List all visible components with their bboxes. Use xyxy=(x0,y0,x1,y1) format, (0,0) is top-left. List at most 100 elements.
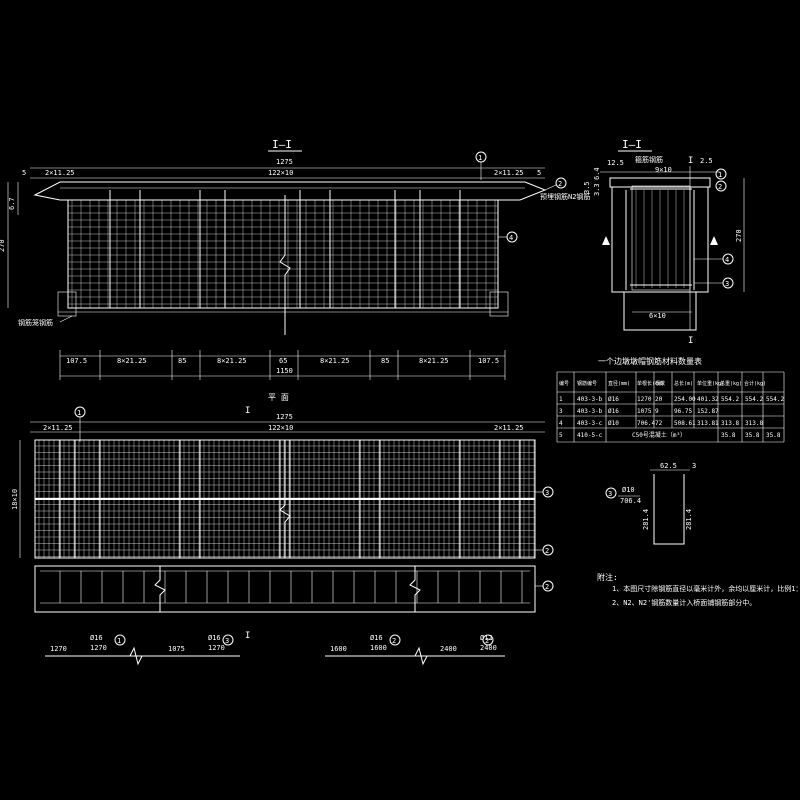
svg-text:1: 1 xyxy=(478,154,482,162)
detail-side2: 281.4 xyxy=(685,509,693,530)
table-cell: 9 xyxy=(655,408,659,415)
table-cell: 554.2 xyxy=(721,396,739,403)
table-cell: 403-3-c xyxy=(577,420,603,427)
legend-num: 2 xyxy=(392,637,396,645)
detail-side: 281.4 xyxy=(642,509,650,530)
dim-bot-107-5-r: 107.5 xyxy=(478,357,499,365)
svg-text:4: 4 xyxy=(509,234,513,242)
table-header-cell: 钢筋编号 xyxy=(577,380,597,387)
table-cell: 5 xyxy=(559,432,563,439)
plan-mark-bottom: I xyxy=(245,631,250,641)
table-cell: 313.81 xyxy=(697,420,719,427)
table-header-cell: 根数 xyxy=(655,380,665,387)
dim-bot-8x21-2: 8×21.25 xyxy=(217,357,247,365)
plan-dim-2x11-l: 2×11.25 xyxy=(43,424,73,432)
table-cell: 313.8 xyxy=(721,420,739,427)
legend-length: 1600 xyxy=(330,645,347,653)
table-cell: 554.2 xyxy=(766,396,784,403)
legend-len: 1270 xyxy=(208,644,225,652)
dim-top-122x10: 122×10 xyxy=(268,169,293,177)
table-title: 一个边墩墩帽钢筋材料数量表 xyxy=(598,356,702,366)
section-mark-bottom: I xyxy=(688,336,693,346)
table-cell: 35.8 xyxy=(745,432,760,439)
svg-text:2: 2 xyxy=(558,180,562,188)
plan-view: I I 平 面 1275 2×11.25 122×10 2×11.25 18×1… xyxy=(11,393,554,641)
section-view: I—I I I 12.5 9×10 2.5 箍筋钢筋 3.5 6.4 3.3 2… xyxy=(583,138,745,346)
legend-len: 1270 xyxy=(90,644,107,652)
table-cell: 706.4 xyxy=(637,420,655,427)
sec-dim-2-5: 2.5 xyxy=(700,157,713,165)
dim-top-2x11-right: 2×11.25 xyxy=(494,169,524,177)
table-cell: Ø16 xyxy=(608,396,619,403)
dim-bot-8x21-4: 8×21.25 xyxy=(419,357,449,365)
note-cage-bar: 钢筋笼钢筋 xyxy=(18,318,53,327)
bar-detail-3: 62.5 3 3 Ø10 706.4 281.4 281.4 xyxy=(605,462,696,545)
table-cell: 35.8 xyxy=(721,432,736,439)
plan-dim-122x10: 122×10 xyxy=(268,424,293,432)
detail-top: 62.5 xyxy=(660,462,677,470)
legend-length: 1270 xyxy=(50,645,67,653)
notes: 附注: 1、本图尺寸除钢筋直径以毫米计外，余均以厘米计，比例1：53。 2、N2… xyxy=(597,572,800,607)
sec-dim-270: 270 xyxy=(735,229,743,242)
sec-dim-6-4: 6.4 xyxy=(593,167,601,180)
table-cell: 20 xyxy=(655,396,663,403)
table-cell: 401.32 xyxy=(697,396,719,403)
table-cell: 1 xyxy=(559,396,563,403)
notes-header: 附注: xyxy=(597,572,618,582)
sec-dim-12-5: 12.5 xyxy=(607,159,624,167)
section-title: I—I xyxy=(622,138,642,151)
table-header-cell: 直径(mm) xyxy=(608,380,630,387)
table-cell: 1270 xyxy=(637,396,652,403)
dim-top-5-right: 5 xyxy=(537,169,541,177)
dim-top-5-left: 5 xyxy=(22,169,26,177)
callout-2-elev xyxy=(555,177,567,189)
plan-callout-2b: 2 xyxy=(545,583,549,591)
detail-dia: Ø10 xyxy=(622,486,635,494)
dim-bot-85-2: 85 xyxy=(381,357,389,365)
table-cell: 313.8 xyxy=(745,420,763,427)
sec-dim-6x10: 6×10 xyxy=(649,312,666,320)
elevation-view: I—I 5 2×11.25 1275 122×10 2×11.25 5 270 … xyxy=(0,138,590,380)
elevation-title: I—I xyxy=(272,138,292,151)
table-cell: C50号混凝土（m³） xyxy=(632,431,686,439)
dim-top-1275: 1275 xyxy=(276,158,293,166)
legend-dia: Ø16 xyxy=(370,634,383,642)
sec-callout-3: 3 xyxy=(725,280,729,288)
detail-len: 706.4 xyxy=(620,497,641,505)
sec-label-stirrup: 箍筋钢筋 xyxy=(635,155,663,164)
plan-dim-18x10: 18×10 xyxy=(11,489,19,510)
legend-num: 1 xyxy=(117,637,121,645)
table-cell: 4 xyxy=(559,420,563,427)
sec-callout-4: 4 xyxy=(725,256,729,264)
legend-dia: Ø16 xyxy=(208,634,221,642)
note-line-1: 1、本图尺寸除钢筋直径以毫米计外，余均以厘米计，比例1：53。 xyxy=(612,584,800,593)
legend-num: 3 xyxy=(225,637,229,645)
legend-len: 2400 xyxy=(480,644,497,652)
table-cell: 152.87 xyxy=(697,408,719,415)
dim-bot-8x21-3: 8×21.25 xyxy=(320,357,350,365)
table-header-cell: 总长(m) xyxy=(674,380,693,387)
quantity-table: 一个边墩墩帽钢筋材料数量表 编号 钢筋编号 直径(mm) 单根长(cm)根数 总长(m)… xyxy=(556,356,784,443)
table-cell: 403-3-b xyxy=(577,408,603,415)
note-precast-n2: 预埋钢筋N2钢筋 xyxy=(540,192,590,201)
sec-dim-3-3: 3.3 xyxy=(593,183,601,196)
table-cell: 403-3-b xyxy=(577,396,603,403)
dim-bot-65: 65 xyxy=(279,357,287,365)
legend-dia: Ø12 xyxy=(480,634,493,642)
dim-bot-85-1: 85 xyxy=(178,357,186,365)
table-cell: Ø16 xyxy=(608,408,619,415)
detail-top-right: 3 xyxy=(692,462,696,470)
dim-bot-total: 1150 xyxy=(276,367,293,375)
table-header-cell: 单根长(cm) xyxy=(637,380,664,387)
plan-dim-1275: 1275 xyxy=(276,413,293,421)
dim-height-270: 270 xyxy=(0,239,6,252)
table-header-cell: 编号 xyxy=(559,380,569,387)
table-cell: 35.8 xyxy=(766,432,781,439)
table-cell: 1075 xyxy=(637,408,652,415)
legend-dia: Ø16 xyxy=(90,634,103,642)
section-mark-top: I xyxy=(688,156,693,166)
legend-length: 2400 xyxy=(440,645,457,653)
dim-bot-107-5-l: 107.5 xyxy=(66,357,87,365)
legend-length: 1075 xyxy=(168,645,185,653)
